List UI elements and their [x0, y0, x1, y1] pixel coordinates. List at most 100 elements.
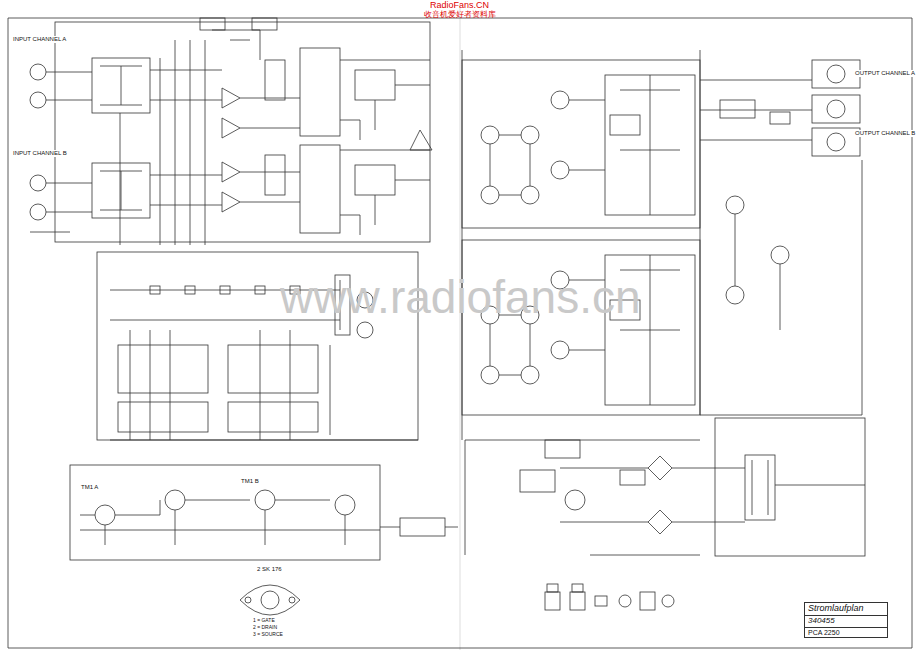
circuit-line	[462, 50, 700, 440]
circuit-line	[481, 126, 499, 144]
circuit-line	[551, 91, 569, 109]
circuit-line	[261, 591, 279, 609]
circuit-line	[150, 286, 160, 294]
circuit-line	[185, 286, 195, 294]
watermark: 收音机爱好者资料库	[424, 11, 496, 20]
circuit-line	[462, 240, 700, 415]
circuit-line	[165, 490, 185, 510]
part-name: TM1 B	[240, 478, 260, 485]
circuit-line	[752, 460, 865, 515]
signal-label: OUTPUT CHANNEL A	[854, 70, 916, 77]
circuit-line	[745, 455, 775, 520]
circuit-line	[30, 40, 222, 245]
circuit-line	[827, 65, 845, 83]
circuit-line	[610, 115, 640, 135]
circuit-line	[812, 95, 860, 123]
circuit-line	[200, 18, 225, 30]
circuit-line	[619, 595, 631, 607]
circuit-line	[240, 585, 300, 615]
circuit-line	[547, 584, 558, 592]
fold-line	[460, 8, 461, 650]
circuit-line	[335, 495, 355, 515]
part-name: TM1 A	[80, 484, 99, 491]
circuit-line	[80, 500, 380, 545]
circuit-line	[460, 8, 461, 650]
title-text: Stromlaufplan	[805, 603, 887, 615]
circuit-line	[520, 470, 555, 492]
circuit-line	[55, 22, 430, 242]
circuit-line	[255, 286, 265, 294]
circuit-line	[220, 286, 230, 294]
circuit-line	[648, 456, 672, 534]
circuit-line	[118, 345, 208, 393]
circuit-line	[30, 64, 46, 80]
circuit-line	[521, 126, 539, 144]
circuit-line	[100, 66, 142, 210]
circuit-line	[355, 70, 395, 100]
circuit-line	[481, 366, 499, 384]
circuit-line	[357, 322, 373, 338]
circuit-line	[30, 175, 46, 191]
circuit-line	[545, 592, 560, 610]
circuit-line	[812, 128, 860, 156]
circuit-line	[265, 60, 285, 100]
signal-label: INPUT CHANNEL A	[12, 36, 67, 43]
circuit-line	[465, 440, 745, 555]
circuit-line	[30, 204, 46, 220]
circuit-line	[551, 161, 569, 179]
circuit-line	[222, 88, 240, 212]
circuit-line	[551, 341, 569, 359]
circuit-line	[481, 186, 499, 204]
circuit-line	[572, 584, 583, 592]
circuit-line	[640, 592, 655, 610]
circuit-line	[300, 48, 340, 136]
circuit-line	[570, 592, 585, 610]
circuit-line	[255, 490, 275, 510]
circuit-line	[827, 100, 845, 118]
circuit-line	[265, 155, 285, 195]
circuit-line	[662, 595, 674, 607]
circuit-line	[380, 527, 458, 528]
circuit-line	[340, 60, 432, 235]
circuit-line	[355, 165, 395, 195]
circuit-line	[720, 100, 755, 118]
circuit-line	[770, 112, 790, 124]
circuit-line	[300, 145, 340, 233]
circuit-line	[545, 440, 580, 458]
circuit-line	[228, 345, 318, 393]
circuit-line	[595, 596, 607, 606]
circuit-line	[212, 30, 300, 202]
circuit-line	[521, 366, 539, 384]
circuit-line	[400, 518, 445, 536]
part-name: 2 SK 176	[256, 566, 283, 573]
title-block: Stromlaufplan340455PCA 2250	[804, 602, 888, 638]
circuit-line	[771, 246, 789, 264]
circuit-line	[95, 505, 115, 525]
title-text: PCA 2250	[805, 627, 887, 638]
circuit-wiring	[8, 18, 912, 648]
circuit-line	[812, 60, 860, 88]
circuit-line	[8, 18, 912, 648]
circuit-line	[700, 80, 862, 415]
pin-name: 1 = GATE	[252, 618, 276, 624]
signal-label: OUTPUT CHANNEL B	[854, 130, 916, 137]
title-text: 340455	[805, 615, 887, 627]
circuit-line	[30, 92, 46, 108]
pin-name: 3 = SOURCE	[252, 632, 284, 638]
signal-label: INPUT CHANNEL B	[12, 150, 68, 157]
circuit-line	[827, 133, 845, 151]
circuit-line	[726, 196, 744, 214]
pin-name: 2 = DRAIN	[252, 625, 278, 631]
circuit-line	[726, 286, 744, 304]
circuit-line	[228, 402, 318, 432]
watermark: RadioFans.CN	[430, 1, 489, 11]
circuit-line	[70, 465, 380, 560]
circuit-line	[462, 60, 700, 228]
circuit-line	[620, 470, 645, 485]
circuit-line	[118, 402, 208, 432]
watermark: www.radiofans.cn	[280, 272, 641, 323]
circuit-line	[252, 18, 277, 30]
circuit-line	[715, 418, 865, 556]
